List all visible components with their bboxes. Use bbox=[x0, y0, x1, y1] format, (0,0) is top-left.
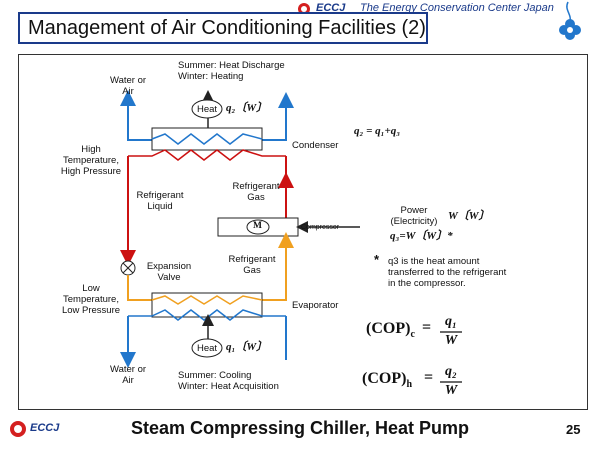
footnote-mark: * bbox=[374, 252, 380, 267]
cop-h-denominator: W bbox=[444, 383, 458, 398]
summer-bottom-label: Summer: Cooling bbox=[178, 370, 252, 381]
water-in-top-line bbox=[127, 100, 152, 141]
evaporator-box bbox=[151, 292, 263, 318]
winter-bottom-label: Winter: Heat Acquisition bbox=[178, 381, 279, 392]
page-title: Management of Air Conditioning Facilitie… bbox=[18, 12, 428, 44]
footer-logo-icon bbox=[8, 420, 28, 443]
w-unit-label: W〔W〕 bbox=[448, 210, 490, 222]
heat-circle-bottom bbox=[191, 338, 223, 358]
diagram-panel bbox=[18, 54, 588, 410]
page-number: 25 bbox=[566, 422, 581, 437]
refrigerant-low-gas bbox=[262, 232, 294, 301]
summer-top-label: Summer: Heat Discharge bbox=[178, 60, 285, 71]
cop-c-denominator: W bbox=[444, 333, 458, 348]
header-org-full: The Energy Conservation Center Japan bbox=[360, 2, 554, 14]
evaporator-coil-orange bbox=[151, 295, 263, 305]
q3-equation: q₃=W〔W〕* bbox=[390, 230, 453, 242]
compressor-label: Compressor bbox=[301, 224, 340, 231]
motor-circle bbox=[246, 219, 270, 235]
condenser-coil-blue bbox=[151, 133, 263, 145]
header-org-short: ECCJ bbox=[316, 2, 346, 14]
footer-org-short: ECCJ bbox=[30, 422, 60, 434]
heat-circle-top bbox=[191, 99, 223, 119]
footer-title: Steam Compressing Chiller, Heat Pump bbox=[130, 418, 470, 438]
power-label: Power(Electricity) bbox=[390, 205, 438, 227]
cop-c-lhs: (COP)c bbox=[366, 320, 415, 341]
cop-c-numerator: q₁ bbox=[445, 314, 457, 329]
q2-unit-label: q₂〔W〕 bbox=[226, 102, 268, 114]
cop-h-numerator: q₂ bbox=[445, 364, 457, 379]
heat-top-label: Heat bbox=[196, 104, 218, 115]
refrigerant-low-side bbox=[127, 275, 152, 301]
condenser-box bbox=[151, 127, 263, 151]
condenser-coil-red bbox=[128, 149, 286, 161]
q1-unit-label: q₁〔W〕 bbox=[226, 341, 268, 353]
clover-icon bbox=[548, 0, 592, 49]
condenser-label: Condenser bbox=[292, 140, 339, 151]
water-out-top-line bbox=[262, 92, 294, 141]
motor-label: M bbox=[253, 221, 262, 231]
winter-top-label: Winter: Heating bbox=[178, 71, 244, 82]
q2-equation: q₂ = q₁+q₃ bbox=[354, 125, 401, 137]
cop-h-equals: = bbox=[424, 369, 434, 386]
evaporator-label: Evaporator bbox=[292, 300, 339, 311]
heat-bottom-label: Heat bbox=[196, 343, 218, 354]
cop-c-equals: = bbox=[422, 319, 432, 336]
cop-h-lhs: (COP)h bbox=[362, 370, 412, 391]
